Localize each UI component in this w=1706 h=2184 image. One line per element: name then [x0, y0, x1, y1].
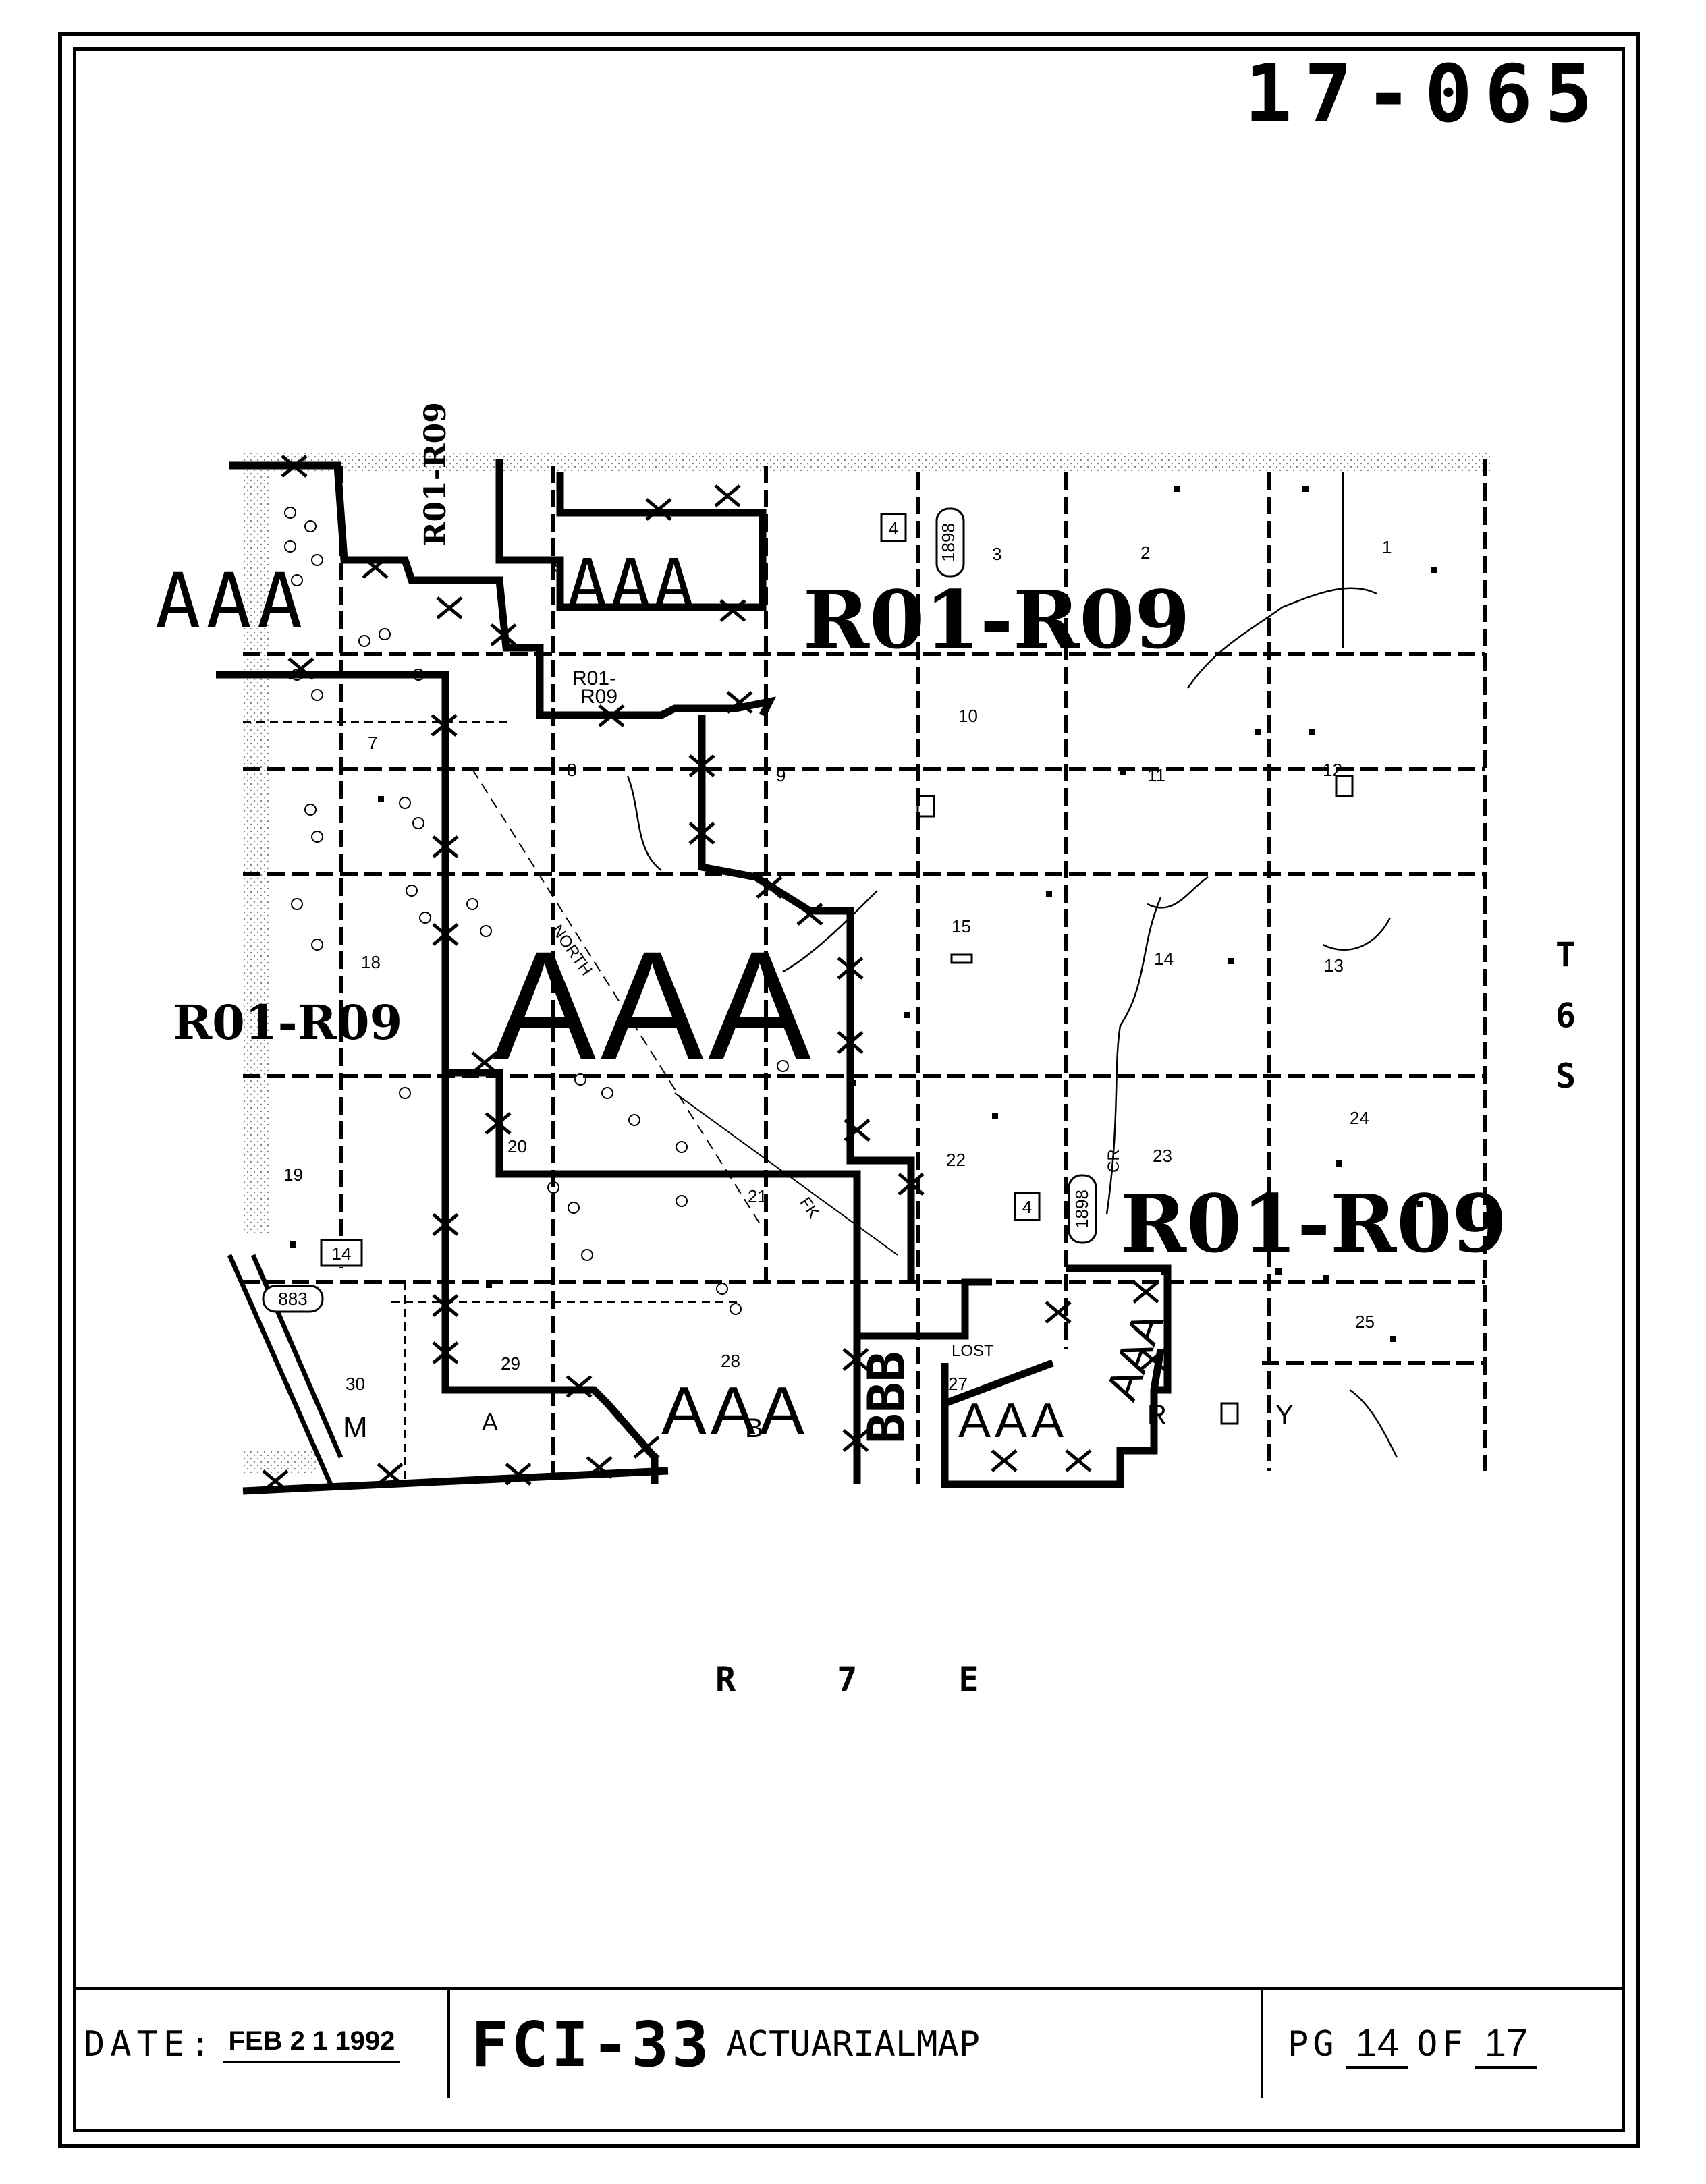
page-cell: PG 14 OF 17 [1288, 1990, 1545, 2098]
section-number: 19 [283, 1165, 303, 1185]
section-number: 18 [361, 952, 381, 972]
zone-labels: AAA AAA AAA AAA AAA AAA BBB R01-R09 R01-… [155, 402, 1508, 1449]
boundary-x-marks [262, 455, 1166, 1492]
section-number: 16 [749, 949, 769, 969]
zone-label-aaa-south: AAA [661, 1373, 808, 1449]
section-number: 10 [958, 706, 978, 726]
zone-label-aaa-west: AAA [155, 558, 308, 646]
zone-label-r01-r09-northeast: R01-R09 [803, 573, 1190, 667]
shield-route-1898-south: 1898 [1068, 1174, 1097, 1244]
township-letter: T [1555, 935, 1576, 974]
shield-route-4-south: 4 [1014, 1192, 1041, 1221]
small-structures [916, 775, 1354, 1425]
outer-border [58, 32, 1640, 2148]
shield-label: 1898 [938, 523, 958, 562]
section-number: 25 [1355, 1312, 1375, 1332]
zone-label-r01-r09-vertical: R01-R09 [418, 402, 453, 547]
orchard-symbols [284, 507, 802, 1315]
shield-label: 4 [889, 518, 898, 538]
section-number: 14 [1154, 949, 1174, 969]
section-number: 29 [501, 1353, 520, 1374]
map-number: 17-065 [1244, 47, 1605, 140]
footer-divider [1261, 1990, 1263, 2098]
zone-label-aaa-southeast: AAA [958, 1394, 1068, 1448]
section-number: 8 [567, 760, 576, 780]
place-label-r: R [1147, 1400, 1167, 1430]
section-number: 3 [992, 544, 1001, 564]
section-number: 1 [1382, 537, 1392, 557]
stipple-south-edge [243, 1451, 317, 1475]
section-number: 30 [346, 1374, 365, 1394]
shield-label: 4 [1022, 1197, 1032, 1217]
form-cell: FCI-33 ACTUARIALMAP [471, 1990, 980, 2098]
section-number: 24 [1350, 1108, 1369, 1128]
section-numbers: 1 2 3 5 7 8 9 10 11 12 13 14 15 16 18 19… [283, 537, 1392, 1394]
page-total: 17 [1475, 2021, 1538, 2069]
section-number: 11 [1147, 765, 1165, 785]
township-number: 6 [1555, 996, 1576, 1035]
form-id: FCI-33 [471, 2008, 712, 2081]
section-number: 13 [1324, 955, 1344, 976]
place-label-y: Y [1275, 1400, 1294, 1430]
section-number: 20 [507, 1136, 527, 1156]
section-number: 23 [1153, 1146, 1172, 1166]
zone-label-aaa-north: AAA [567, 544, 697, 623]
stipple-west-edge [243, 466, 270, 1235]
date-label: DATE: [84, 2024, 217, 2065]
section-number: 27 [948, 1374, 968, 1394]
section-number: 9 [776, 765, 786, 785]
zone-label-bbb-vertical: BBB [856, 1351, 916, 1444]
shield-route-1898-north: 1898 [935, 507, 965, 578]
shield-route-4-north: 4 [880, 513, 907, 542]
date-value: FEB 2 1 1992 [223, 2026, 401, 2063]
zone-label-r09-small-bottom: R09 [580, 685, 617, 708]
section-grid [243, 459, 1487, 1484]
section-number: 21 [748, 1186, 767, 1206]
section-number: 5 [553, 556, 563, 576]
place-label-b: B [745, 1413, 763, 1443]
streams [626, 587, 1398, 1458]
section-number: 28 [721, 1351, 740, 1371]
form-title: ACTUARIALMAP [726, 2024, 981, 2065]
place-label-a: A [482, 1408, 498, 1436]
shield-route-883: 883 [262, 1285, 324, 1313]
title-block: DATE: FEB 2 1 1992 FCI-33 ACTUARIALMAP P… [73, 1987, 1625, 2098]
section-number: 2 [1140, 542, 1150, 563]
footer-divider [447, 1990, 450, 2098]
township-direction: S [1555, 1057, 1576, 1096]
section-number: 7 [368, 733, 377, 753]
zone-label-r01-small-top: R01- [572, 667, 616, 690]
shield-label: 1898 [1072, 1189, 1092, 1229]
zone-label-r01-r09-west: R01-R09 [173, 995, 402, 1051]
page-number: 14 [1346, 2021, 1409, 2069]
page-of-label: OF [1416, 2024, 1467, 2065]
stipple-north-edge [243, 453, 1491, 472]
section-number: 22 [946, 1150, 966, 1170]
zone-boundaries [216, 459, 1172, 1495]
shield-route-14: 14 [320, 1239, 363, 1267]
shield-label: 14 [332, 1243, 352, 1264]
section-number: 15 [952, 916, 971, 936]
highway-shields: 4 1898 4 1898 14 883 [262, 507, 1097, 1313]
place-label-cr: CR [1105, 1149, 1123, 1173]
zone-label-r01-r09-southeast: R01-R09 [1120, 1177, 1508, 1270]
section-number: 12 [1323, 760, 1342, 780]
shield-label: 883 [278, 1289, 307, 1309]
range-label: R 7 E [715, 1660, 1020, 1699]
place-label-lost: LOST [952, 1342, 994, 1360]
zone-label-aaa-center: AAA [493, 919, 815, 1092]
place-label-m: M [343, 1411, 368, 1444]
inner-border [73, 47, 1625, 2132]
township-label: T 6 S [1545, 924, 1586, 1107]
page-label: PG [1288, 2024, 1338, 2065]
date-cell: DATE: FEB 2 1 1992 [84, 1990, 401, 2098]
